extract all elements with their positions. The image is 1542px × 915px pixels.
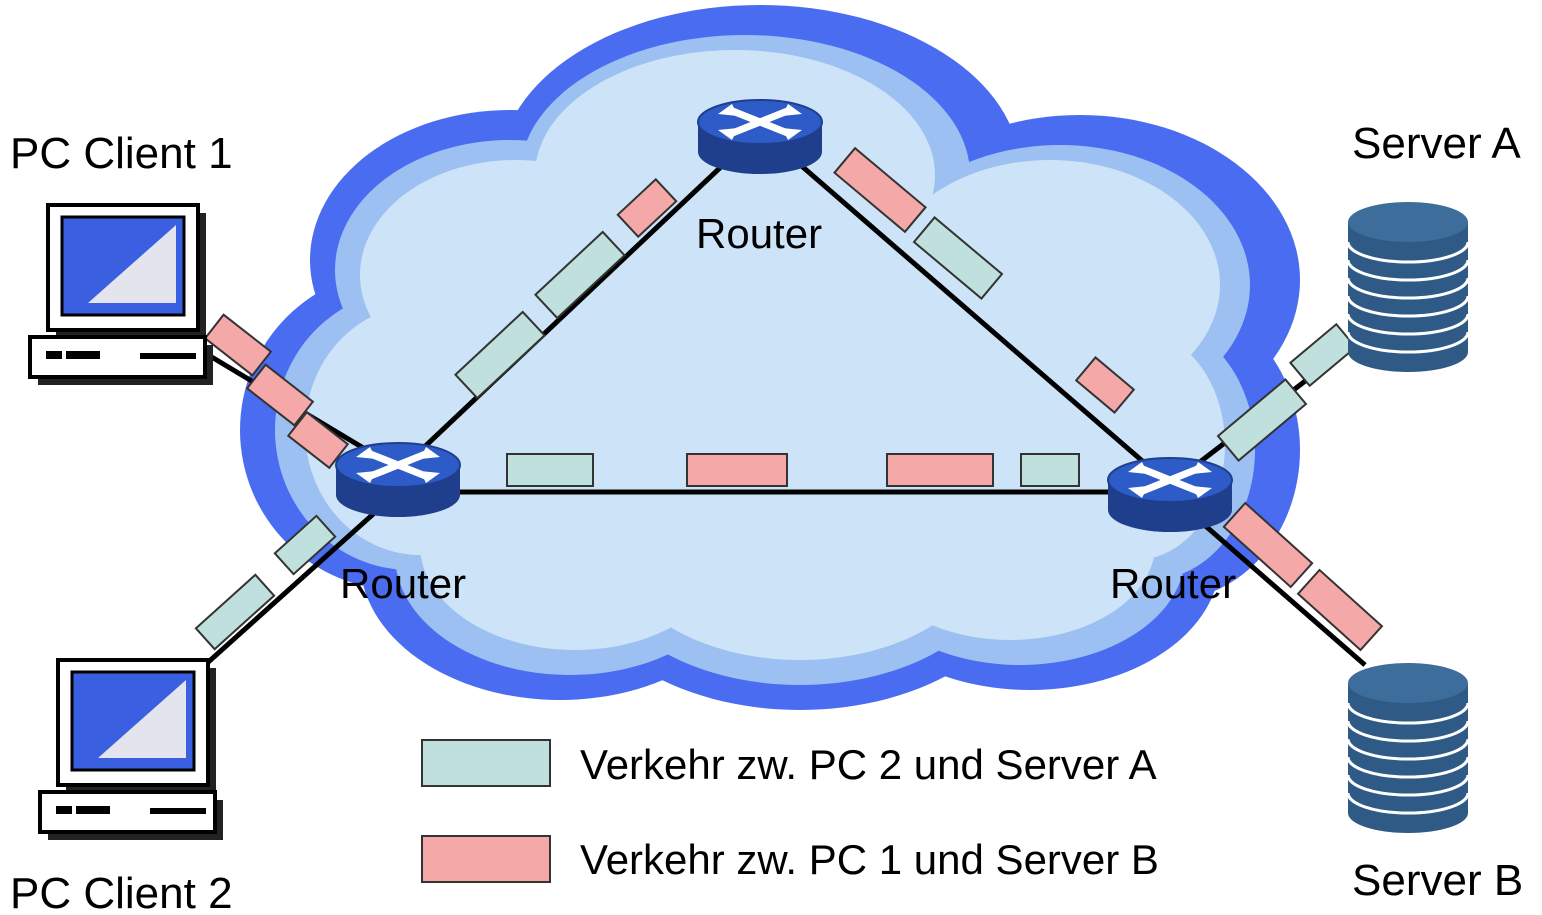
database-icon [1346,661,1470,835]
server-a [1346,200,1470,374]
packets-pc2-server-a [194,216,1358,651]
packet-red [203,313,273,377]
packet-red [1074,356,1136,414]
database-icon [1346,200,1470,374]
computer-icon [28,203,215,387]
pc-client-2 [38,658,225,842]
packet-teal [194,573,276,651]
packet-red [686,453,788,487]
packet-red [245,363,315,427]
legend-swatch-red [421,835,551,883]
router-right [1108,458,1232,532]
router-icon [1108,458,1232,532]
link-router-left-router-top [398,128,762,472]
router-left [336,443,460,517]
packet-red [1222,501,1314,589]
label-router-top: Router [696,210,822,257]
label-pc-client-2: PC Client 2 [10,869,233,915]
server-b [1346,661,1470,835]
packet-teal [506,453,594,487]
router-top [698,100,822,174]
router-icon [336,443,460,517]
packet-teal [1020,453,1080,487]
packet-teal [1288,322,1358,388]
packets-pc1-server-b [203,146,1384,652]
label-router-left: Router [340,560,466,607]
packet-red [616,177,678,239]
label-server-b: Server B [1352,856,1523,905]
packet-red [1296,568,1384,652]
computer-icon [38,658,225,842]
link-router-top-router-right [758,128,1172,487]
label-pc-client-1: PC Client 1 [10,129,233,178]
link-pc2-router-left [203,488,402,667]
packet-teal [273,514,337,576]
packet-teal [1216,378,1308,462]
packet-red [286,410,350,470]
label-router-right: Router [1110,560,1236,607]
legend-swatch-teal [421,739,551,787]
packet-teal [534,230,626,320]
router-icon [698,100,822,174]
packet-teal [454,310,546,400]
packet-teal [912,216,1004,300]
legend-label-pc1-server-b: Verkehr zw. PC 1 und Server B [580,836,1159,883]
legend-label-pc2-server-a: Verkehr zw. PC 2 und Server A [580,741,1157,788]
packet-red [833,146,927,234]
legend: Verkehr zw. PC 2 und Server A Verkehr zw… [421,739,1159,883]
packet-red [886,453,994,487]
label-server-a: Server A [1352,119,1521,168]
pc-client-1 [28,203,215,387]
